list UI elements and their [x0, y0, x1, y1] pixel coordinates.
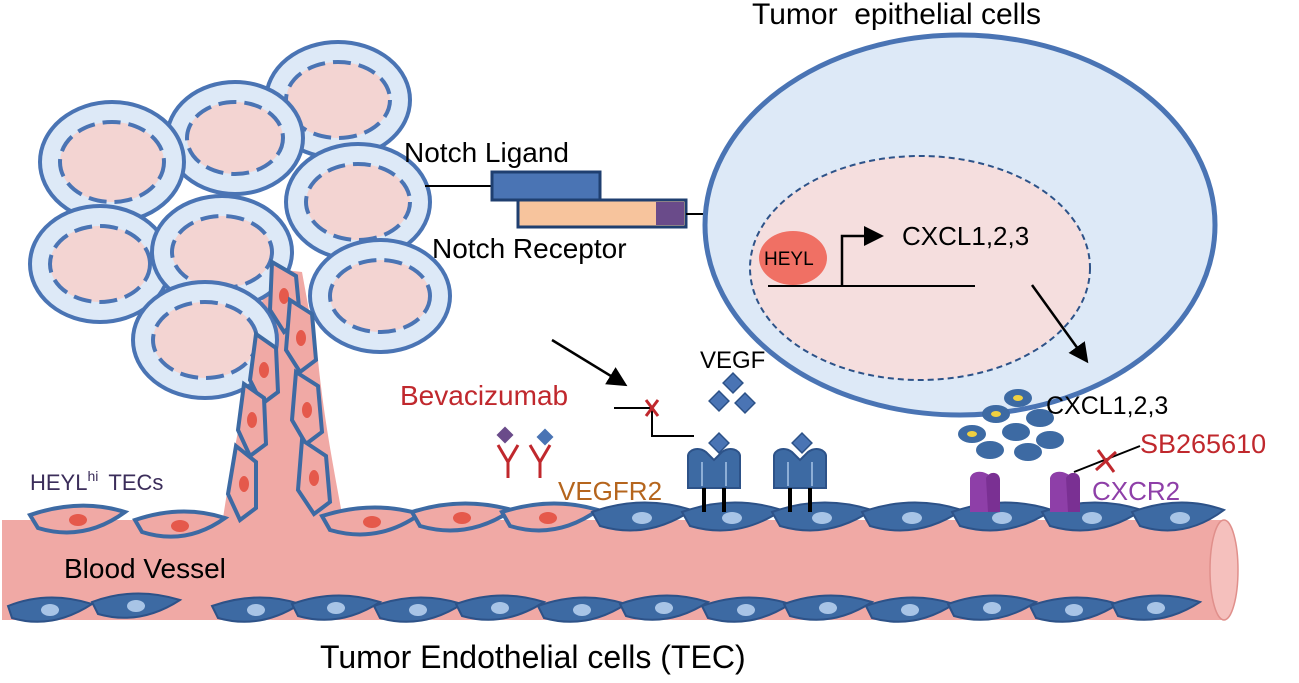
heyl-tec-cell	[289, 368, 325, 447]
tumor-cell	[131, 280, 279, 400]
heyl-hi-tecs-label: HEYLhi TECs	[30, 468, 163, 495]
tec-cell	[680, 501, 785, 532]
cxcr2-label: CXCR2	[1092, 476, 1180, 506]
vegfr2-label: VEGFR2	[558, 476, 662, 506]
vegf-molecules	[708, 372, 813, 454]
tec-cell	[6, 596, 95, 623]
tec-cell	[618, 594, 711, 621]
secretion-arrow	[1030, 284, 1089, 364]
heyl-tec-cell	[225, 442, 258, 524]
heyl-tec-cell	[295, 436, 333, 517]
diagram-title: Tumor epithelial cells	[752, 0, 1041, 31]
heyl-tec-cell	[283, 296, 319, 375]
notch-ligand-label: Notch Ligand	[404, 137, 569, 168]
heyl-node	[759, 231, 827, 285]
notch-receptor-label: Notch Receptor	[432, 233, 627, 264]
heyl-tec-cell	[26, 503, 130, 535]
footer-label: Tumor Endothelial cells (TEC)	[320, 639, 746, 675]
heyl-tec-cell	[247, 330, 281, 408]
vegf-label: VEGF	[700, 347, 765, 374]
tumor-cell	[150, 194, 294, 310]
tumor-cell	[28, 204, 172, 324]
notch-ligand-bar	[490, 170, 602, 202]
tec-cell	[454, 594, 547, 621]
notch-intracellular-domain	[656, 202, 684, 225]
tec-cell	[946, 594, 1039, 621]
heyl-hi-sup: hi	[87, 468, 98, 484]
sb265610-label: SB265610	[1140, 429, 1266, 459]
tumor-cell	[38, 100, 186, 224]
tumor-epithelial-cell	[702, 32, 1218, 418]
tec-cell	[90, 592, 183, 619]
branch-tec-cells	[225, 258, 333, 524]
antibody-icon	[496, 426, 520, 478]
tec-cell	[290, 594, 383, 621]
tec-cell	[1130, 501, 1227, 532]
cxcr2-receptor	[970, 471, 1000, 512]
heyl-tec-cell	[132, 509, 230, 539]
tumor-cell	[165, 80, 305, 196]
blood-vessel-label: Blood Vessel	[64, 553, 226, 584]
tec-cell	[1110, 594, 1203, 621]
heyl-label: HEYL	[764, 249, 814, 270]
antibody-icon	[528, 428, 554, 478]
cxcl-secreted-label: CXCL1,2,3	[1046, 392, 1168, 420]
notch-complex	[425, 170, 762, 252]
vegfr2-receptor	[773, 448, 827, 512]
bevacizumab-inhibition	[551, 338, 694, 437]
sb265610-inhibition	[1073, 445, 1141, 473]
heyl-hi-main: HEYL	[30, 470, 87, 495]
tumor-cell-cluster	[28, 40, 452, 400]
vegfr2-receptor	[687, 448, 741, 512]
transcription-arrow	[840, 226, 884, 286]
tec-cell	[372, 596, 465, 623]
cxcl-chemokines	[958, 389, 1064, 461]
tec-cell	[782, 594, 875, 621]
cxcl-nucleus-label: CXCL1,2,3	[902, 221, 1029, 251]
nucleus	[749, 155, 1091, 381]
tumor-cell	[308, 238, 452, 354]
tec-cell	[536, 596, 629, 623]
tec-cell	[700, 596, 793, 623]
vessel-top-tec-row	[26, 501, 1227, 539]
inhibit-x-icon	[1094, 449, 1118, 473]
cxcr2-receptor	[1050, 471, 1080, 512]
inhibit-x-icon	[644, 399, 660, 417]
vessel-bottom-tec-row	[6, 592, 1203, 623]
bevacizumab-label: Bevacizumab	[400, 380, 568, 411]
heyl-tec-cell	[235, 380, 269, 460]
tecs-text: TECs	[108, 470, 163, 495]
